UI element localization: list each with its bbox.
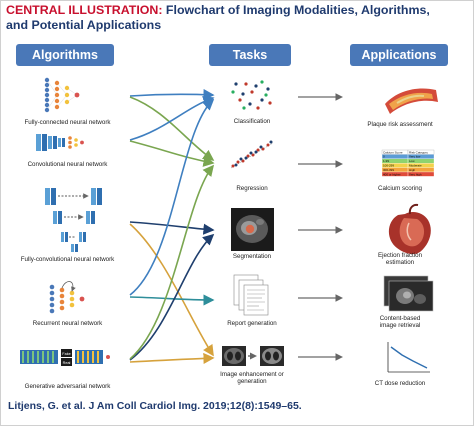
title-lead: CENTRAL ILLUSTRATION:: [6, 3, 163, 17]
arrow-rnn-to-classification: [129, 98, 215, 296]
algorithm-label-recurrent: Recurrent neural network: [32, 320, 103, 327]
calcium-table-score: 400 or higher: [383, 172, 401, 176]
task-label-segmentation: Segmentation: [232, 253, 272, 260]
heart-illustration: [388, 203, 431, 255]
task-label-classification: Classification: [233, 118, 271, 125]
header-tasks: Tasks: [209, 44, 291, 66]
algorithm-label-fully-connected: Fully-connected neural network: [24, 119, 111, 126]
application-label-ejection-fraction: Ejection fraction estimation: [377, 252, 423, 267]
artery-plaque-icon: [385, 88, 438, 114]
u-net-icon: [45, 188, 102, 252]
arrow-gan-to-image-enhancement: [129, 352, 215, 365]
arrow-fc-to-classification: [129, 88, 215, 101]
calcium-table-score: 0: [383, 155, 385, 159]
arrow-cnn-to-regression: [129, 140, 215, 167]
figure-title: CENTRAL ILLUSTRATION: Flowchart of Imagi…: [6, 3, 468, 33]
task-label-regression: Regression: [236, 185, 268, 192]
calcium-table-header-text: Calcium Score: [383, 150, 403, 154]
arrow-fcnn-to-segmentation: [129, 221, 215, 235]
fully-connected-network-icon: [44, 77, 80, 113]
arrow-fc-to-regression: [129, 96, 215, 161]
calcium-table-score: 300-399: [383, 168, 394, 172]
arrow-fcnn-to-image-enhancement: [129, 223, 214, 357]
task-application-arrows: [298, 93, 344, 361]
algorithm-label-convolutional: Convolutional neural network: [27, 161, 108, 168]
calcium-table-risk: Low: [409, 159, 415, 163]
application-label-calcium-scoring: Calcium scoring: [377, 185, 422, 192]
citation: Litjens, G. et al. J Am Coll Cardiol Img…: [8, 400, 302, 412]
algorithm-label-gan: Generative adversarial network: [24, 383, 111, 390]
cardiac-mri-image: [231, 208, 274, 251]
algorithm-task-arrows: [129, 88, 215, 365]
recurrent-network-icon: [49, 281, 85, 314]
header-applications: Applications: [350, 44, 448, 66]
arrow-gan-to-segmentation: [129, 233, 215, 361]
application-label-image-retrieval: Content-based image retrieval: [379, 315, 421, 330]
calcium-table-score: 100-299: [383, 164, 394, 168]
application-label-plaque-risk: Plaque risk assessment: [367, 121, 433, 128]
calcium-table-cell: [407, 171, 435, 177]
calcium-table-risk: Moderate: [409, 164, 422, 168]
calcium-table-score: 1-99: [383, 159, 389, 163]
application-label-ct-dose: CT dose reduction: [374, 380, 426, 387]
dose-reduction-chart-icon: [387, 342, 430, 373]
gan-icon: [20, 349, 110, 366]
calcium-table-risk: Very low: [409, 155, 421, 159]
gan-real-label: Real: [63, 361, 71, 365]
title-line-1: Flowchart of Imaging Modalities, Algorit…: [162, 3, 430, 17]
calcium-table-risk: Very high: [409, 172, 422, 176]
header-algorithms: Algorithms: [16, 44, 114, 66]
classification-scatter-icon: [231, 80, 272, 110]
report-documents-icon: [233, 274, 269, 316]
calcium-table-header-text: Risk Category: [409, 150, 428, 154]
task-label-report-generation: Report generation: [227, 320, 277, 327]
convolutional-network-icon: [36, 134, 84, 151]
regression-scatter-icon: [230, 140, 274, 169]
arrow-rnn-to-report-generation: [129, 294, 215, 306]
title-line-2: and Potential Applications: [6, 18, 162, 32]
ct-image-pair-icon: [222, 346, 284, 366]
task-label-image-enhancement: Image enhancement or generation: [220, 371, 284, 386]
calcium-table-risk: High: [409, 168, 416, 172]
retrieval-image-stack: [383, 275, 434, 312]
gan-fake-label: Fake: [62, 352, 70, 356]
arrow-gan-to-regression: [129, 164, 215, 360]
calcium-score-table: Calcium Score Risk Category 0 Very low 1-99 L…: [381, 149, 435, 177]
algorithm-label-fully-convolutional: Fully-convolutional neural network: [20, 256, 115, 263]
